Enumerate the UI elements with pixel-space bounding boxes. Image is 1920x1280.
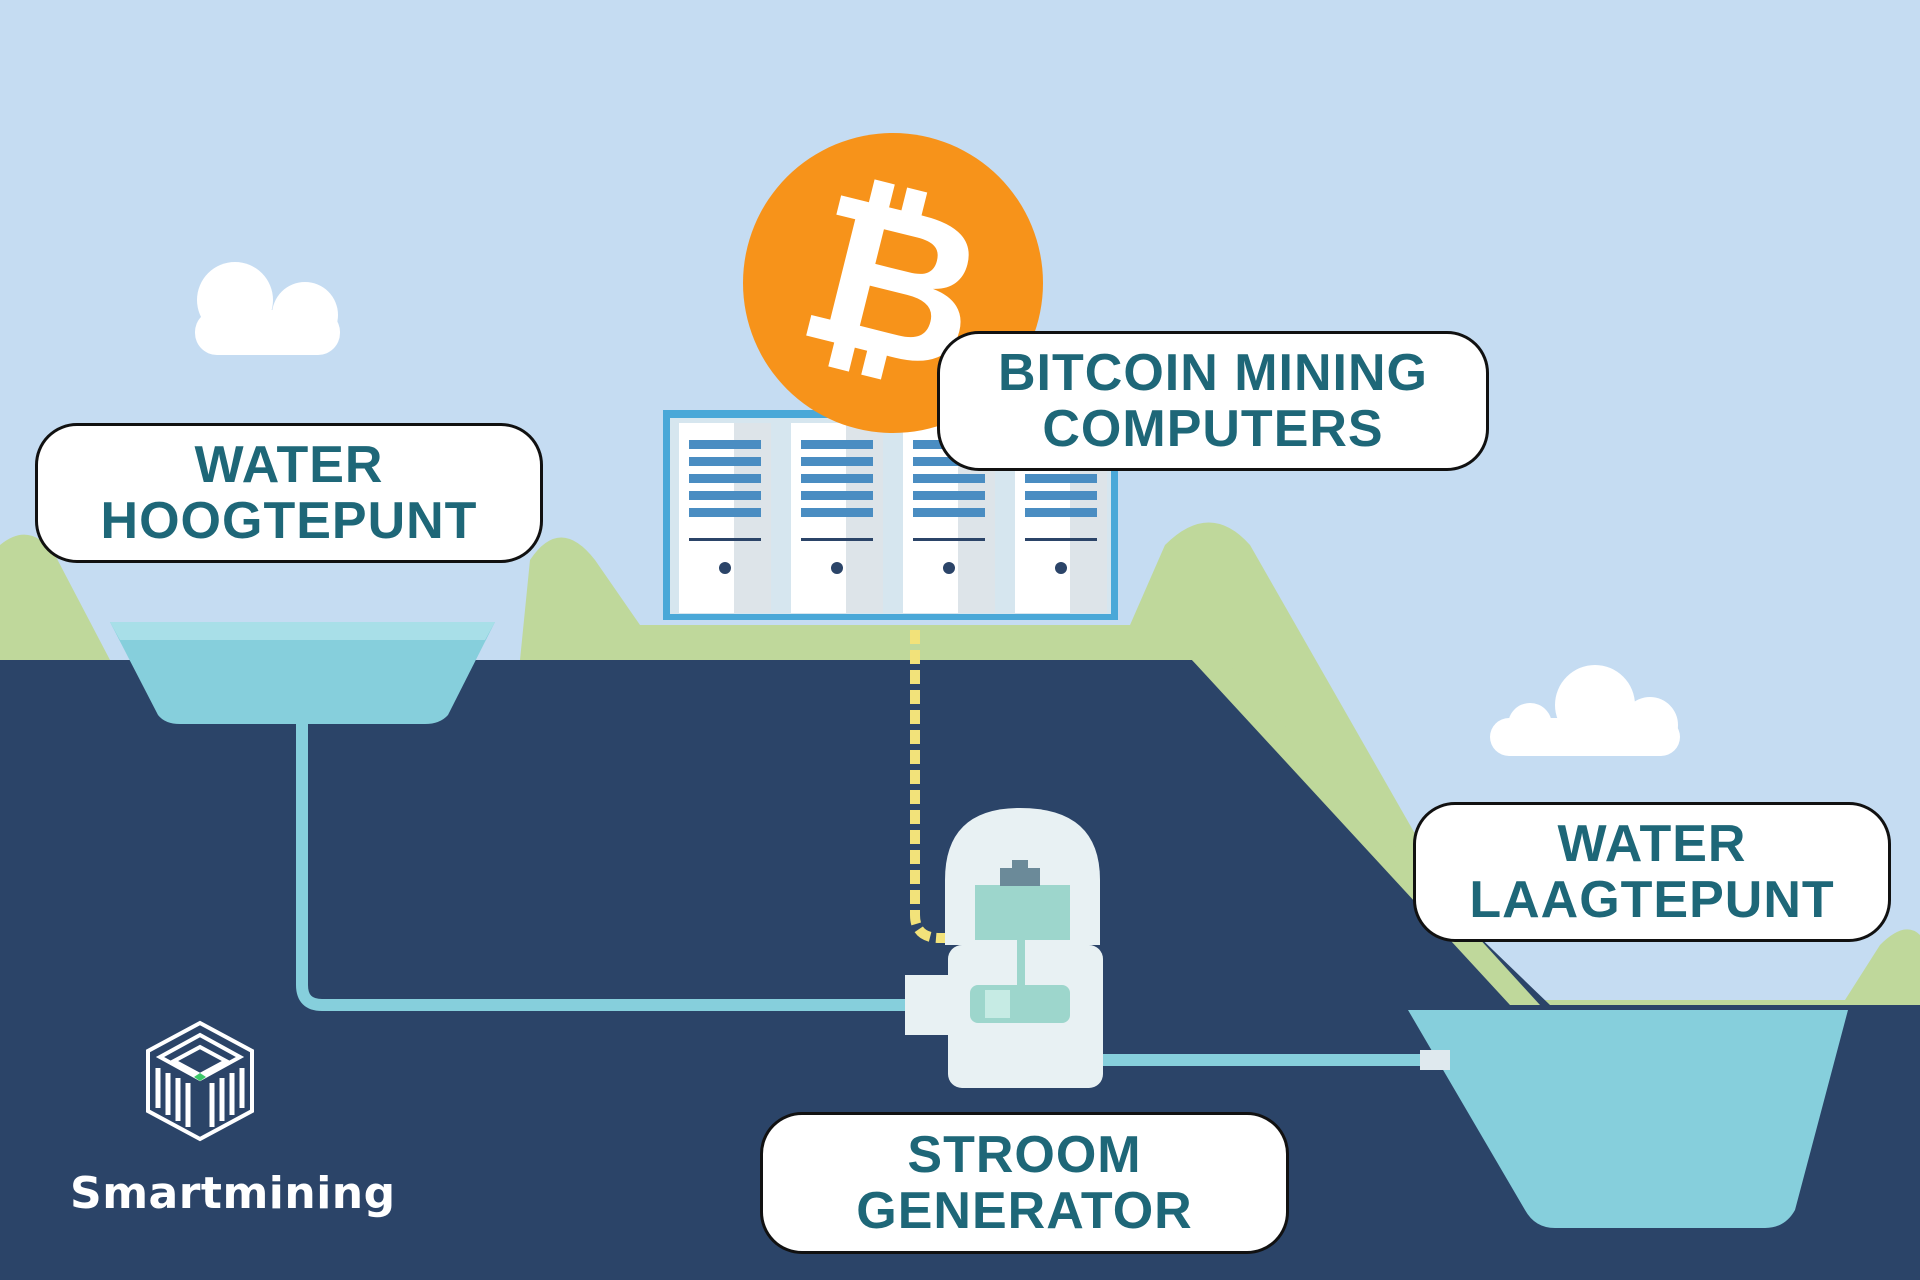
water-pipe-intake: [296, 720, 930, 1011]
mining-line-1: BITCOIN MINING: [998, 344, 1428, 402]
water-low-line-1: WATER: [1557, 815, 1747, 873]
water-low-label: WATER LAAGTEPUNT: [1413, 802, 1891, 942]
server-unit: [791, 423, 883, 613]
cloud-right: [1490, 665, 1680, 756]
mining-line-2: COMPUTERS: [1042, 400, 1384, 458]
smartmining-logo-icon: [146, 1020, 254, 1142]
upper-reservoir: [110, 622, 495, 724]
power-cable: [910, 630, 985, 943]
water-high-line-1: WATER: [194, 436, 384, 494]
generator-line-2: GENERATOR: [856, 1182, 1193, 1240]
mining-computers-label: BITCOIN MINING COMPUTERS: [937, 331, 1489, 471]
brand: Smartmining: [70, 1013, 396, 1233]
generator-housing: [905, 808, 1103, 1088]
water-low-line-2: LAAGTEPUNT: [1469, 871, 1835, 929]
pipe-outlet-nozzle: [1420, 1050, 1450, 1070]
server-unit: [679, 423, 771, 613]
water-high-label: WATER HOOGTEPUNT: [35, 423, 543, 563]
generator-line-1: STROOM: [907, 1126, 1142, 1184]
cloud-left: [195, 262, 340, 355]
water-high-line-2: HOOGTEPUNT: [100, 492, 478, 550]
generator-label: STROOM GENERATOR: [760, 1112, 1289, 1254]
brand-name: Smartmining: [70, 1168, 396, 1219]
upper-reservoir-surface: [110, 622, 495, 640]
lower-reservoir: [1408, 1010, 1848, 1228]
